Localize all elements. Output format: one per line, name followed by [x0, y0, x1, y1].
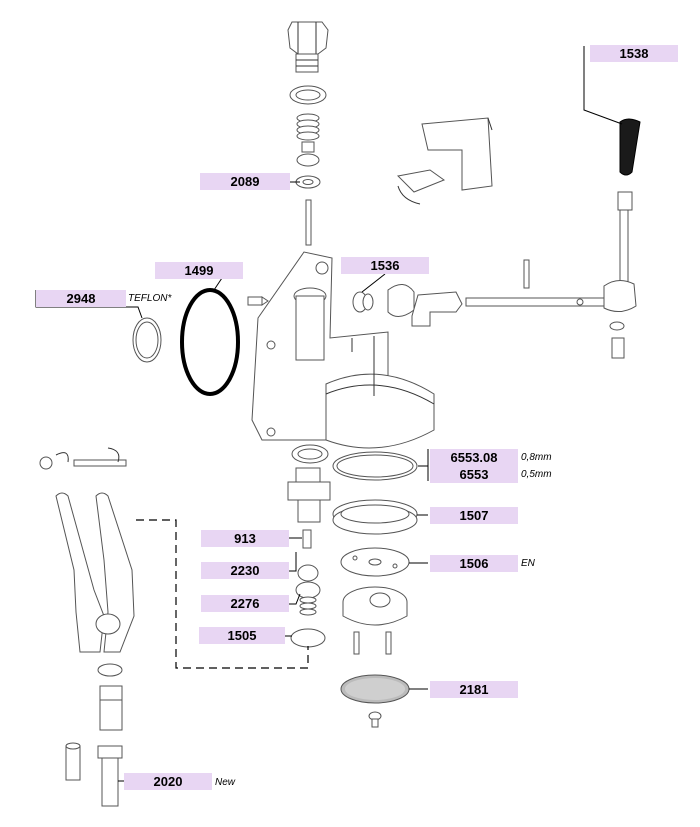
cam-drawing: [387, 284, 415, 317]
nozzle-nut-drawing: [97, 663, 123, 731]
part-label-2948: 2948: [36, 290, 126, 307]
filter-screen-2181-drawing: [340, 674, 410, 728]
pin-913-drawing: [302, 529, 312, 549]
washer-2230-drawing: [297, 564, 319, 582]
part-label-2089: 2089: [200, 173, 290, 190]
part-label-1507: 1507: [430, 507, 518, 524]
part-label-6553: 6553: [430, 466, 518, 483]
part-label-1499: 1499: [155, 262, 243, 279]
shower-disc-1506-drawing: [340, 547, 410, 577]
gasket-1507-drawing: [332, 499, 418, 535]
dispersion-nut-drawing: [287, 467, 331, 523]
valve-seat-1536-drawing: [352, 291, 374, 313]
part-note-2948: TEFLON*: [128, 293, 172, 304]
switch-bracket-drawing: [396, 117, 493, 205]
oring-1499-drawing: [180, 288, 240, 396]
oring-1505-drawing: [290, 628, 326, 648]
part-label-2020: 2020: [124, 773, 212, 790]
part-label-1505: 1505: [199, 627, 285, 644]
spout-tube-drawing: [65, 742, 81, 781]
group-body-drawing: [251, 251, 435, 449]
dashed-group-outline: [136, 519, 309, 669]
pin-assembly-drawing: [39, 447, 127, 470]
valve-piston-drawing: [296, 141, 320, 167]
teflon-gasket-2948-drawing: [132, 317, 162, 363]
part-note-6553: 0,5mm: [521, 469, 552, 480]
gasket-6553-drawing: [332, 451, 418, 481]
part-label-1536: 1536: [341, 257, 429, 274]
part-label-2181: 2181: [430, 681, 518, 698]
part-label-2230: 2230: [201, 562, 289, 579]
part-label-1506: 1506: [430, 555, 518, 572]
gasket-2089-drawing: [295, 175, 321, 189]
cam-bracket-drawing: [411, 291, 463, 327]
part-note-1506: EN: [521, 558, 535, 569]
part-label-2276: 2276: [201, 595, 289, 612]
spring-2276-drawing: [295, 581, 321, 616]
valve-pin-drawing: [305, 199, 312, 246]
part-label-913: 913: [201, 530, 289, 547]
part-note-6553-08: 0,8mm: [521, 452, 552, 463]
spout-2020-drawing: [97, 745, 123, 807]
forked-support-drawing: [55, 492, 135, 653]
washer-top-drawing: [289, 85, 327, 105]
lever-arm-drawing: [603, 191, 637, 359]
leader-lines: [35, 46, 623, 782]
diffuser-holder-drawing: [342, 586, 408, 655]
lever-handle-drawing: [619, 118, 641, 176]
valve-cap-drawing: [287, 21, 329, 73]
part-note-2020: New: [215, 777, 236, 788]
gasket-upper-drawing: [291, 444, 329, 464]
spring-top-drawing: [296, 113, 320, 141]
part-label-6553-08: 6553.08: [430, 449, 518, 466]
small-fitting-drawing: [247, 296, 269, 306]
part-label-1538: 1538: [590, 45, 678, 62]
lever-shaft-drawing: [465, 259, 609, 307]
